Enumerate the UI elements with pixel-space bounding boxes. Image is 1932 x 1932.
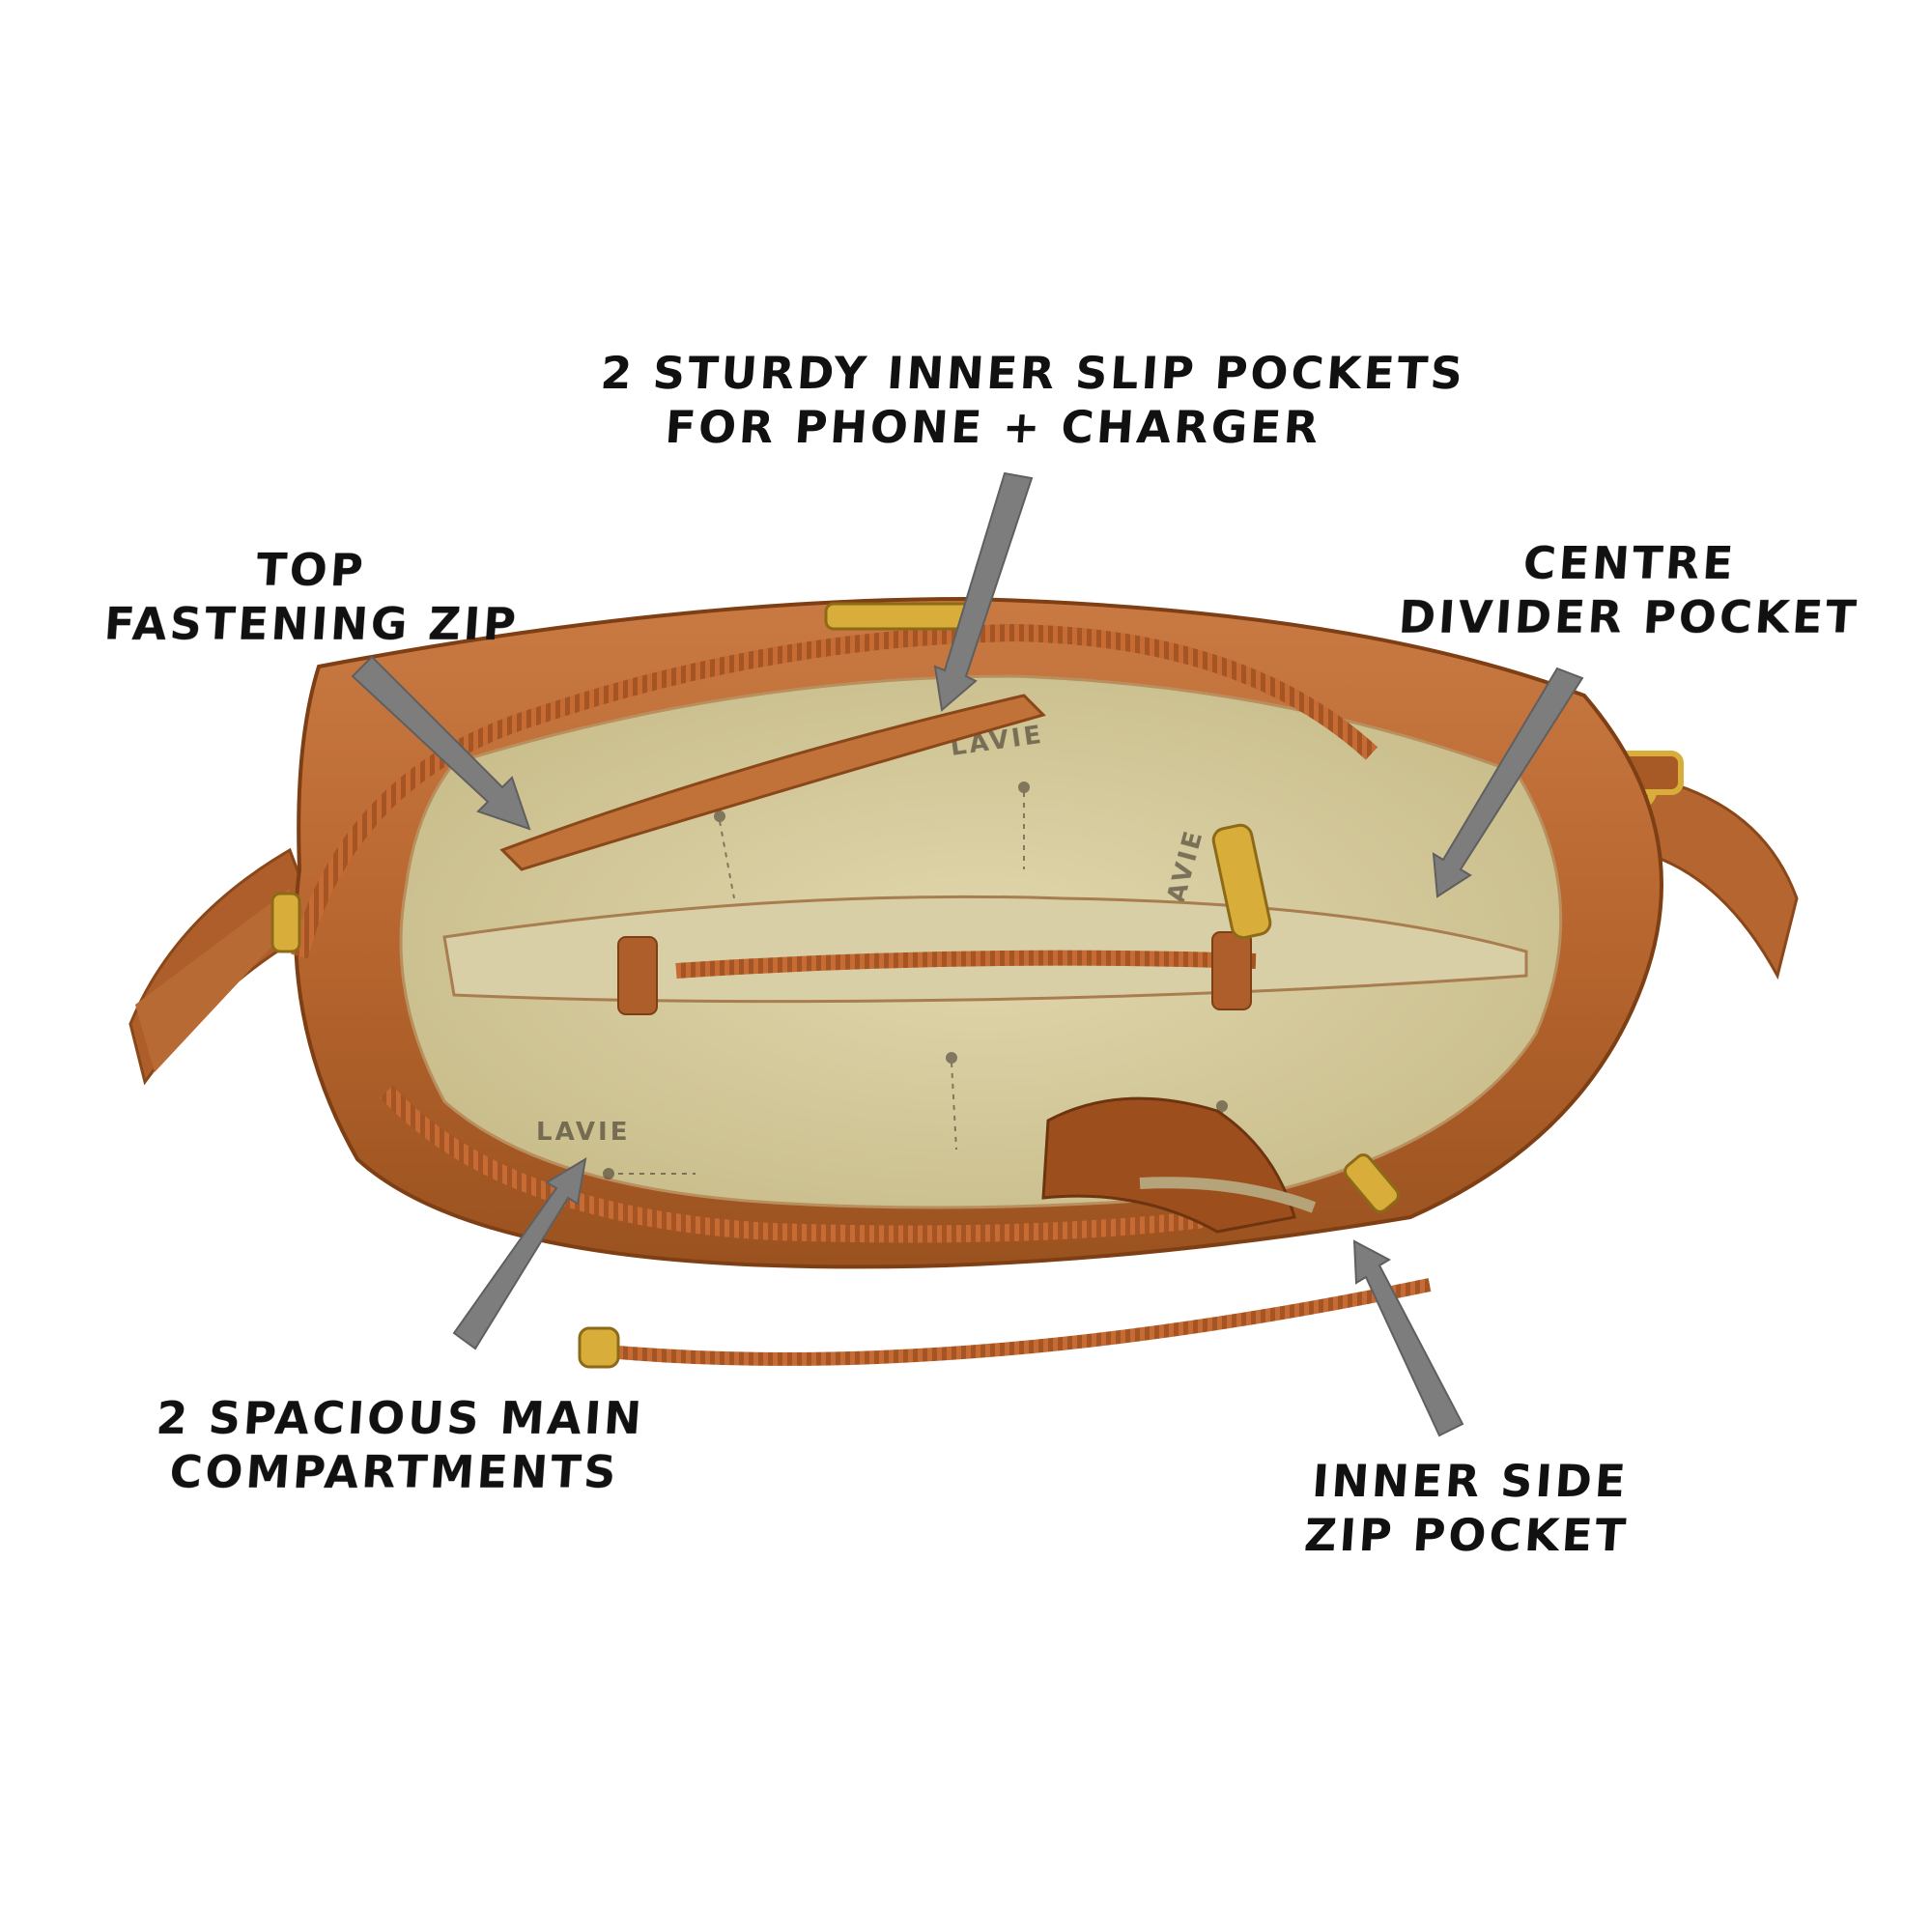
strap-left-inner <box>135 889 290 1072</box>
divider-tab-left <box>617 936 658 1015</box>
callout-main-compartments-line1: 2 SPACIOUS MAIN <box>155 1392 646 1444</box>
callout-side-zip-line2: ZIP POCKET <box>1302 1509 1631 1562</box>
side-pocket-trim <box>1041 1096 1296 1234</box>
arrow-main-compartments <box>452 1157 587 1350</box>
callout-slip-pockets-line2: FOR PHONE + CHARGER <box>663 401 1323 454</box>
top-zip-pull-left <box>270 892 301 953</box>
callout-top-zip: TOP FASTENING ZIP <box>102 543 521 651</box>
top-zip-pull-top <box>824 602 973 631</box>
callout-slip-pockets-line1: 2 STURDY INNER SLIP POCKETS <box>599 347 1467 399</box>
callout-top-zip-line1: TOP <box>254 544 368 596</box>
callout-main-compartments: 2 SPACIOUS MAIN COMPARTMENTS <box>151 1391 646 1499</box>
divider-zip-pull <box>1211 823 1272 940</box>
callout-divider-line2: DIVIDER POCKET <box>1397 591 1861 644</box>
callout-slip-pockets: 2 STURDY INNER SLIP POCKETS FOR PHONE + … <box>595 346 1467 454</box>
callout-side-zip: INNER SIDE ZIP POCKET <box>1281 1454 1656 1562</box>
arrow-side-zip <box>1352 1239 1464 1437</box>
callout-side-zip-line1: INNER SIDE <box>1310 1455 1631 1507</box>
callout-divider-line1: CENTRE <box>1521 537 1738 589</box>
outer-zip-track <box>617 1278 1432 1366</box>
side-zip-track <box>1139 1177 1317 1213</box>
arrow-slip-pockets <box>933 471 1034 712</box>
divider-zip-track <box>675 950 1257 979</box>
lining-brand-2: LAVIE <box>536 1118 630 1147</box>
divider-tab-right <box>1211 931 1252 1010</box>
slip-pocket <box>499 694 1046 871</box>
callout-main-compartments-line2: COMPARTMENTS <box>167 1446 621 1499</box>
callout-divider: CENTRE DIVIDER POCKET <box>1397 536 1861 644</box>
callout-top-zip-line2: FASTENING ZIP <box>102 598 521 651</box>
top-zip-track <box>291 623 1378 959</box>
zip-pulls <box>270 602 1401 1369</box>
arrow-top-zip <box>351 655 531 831</box>
side-zip-pull <box>1343 1153 1401 1213</box>
callout-arrows <box>351 471 1584 1437</box>
outer-zip-pull <box>578 1326 620 1369</box>
front-zip-track <box>380 1085 1258 1243</box>
arrow-divider <box>1432 667 1584 898</box>
strap-right <box>1621 771 1799 980</box>
